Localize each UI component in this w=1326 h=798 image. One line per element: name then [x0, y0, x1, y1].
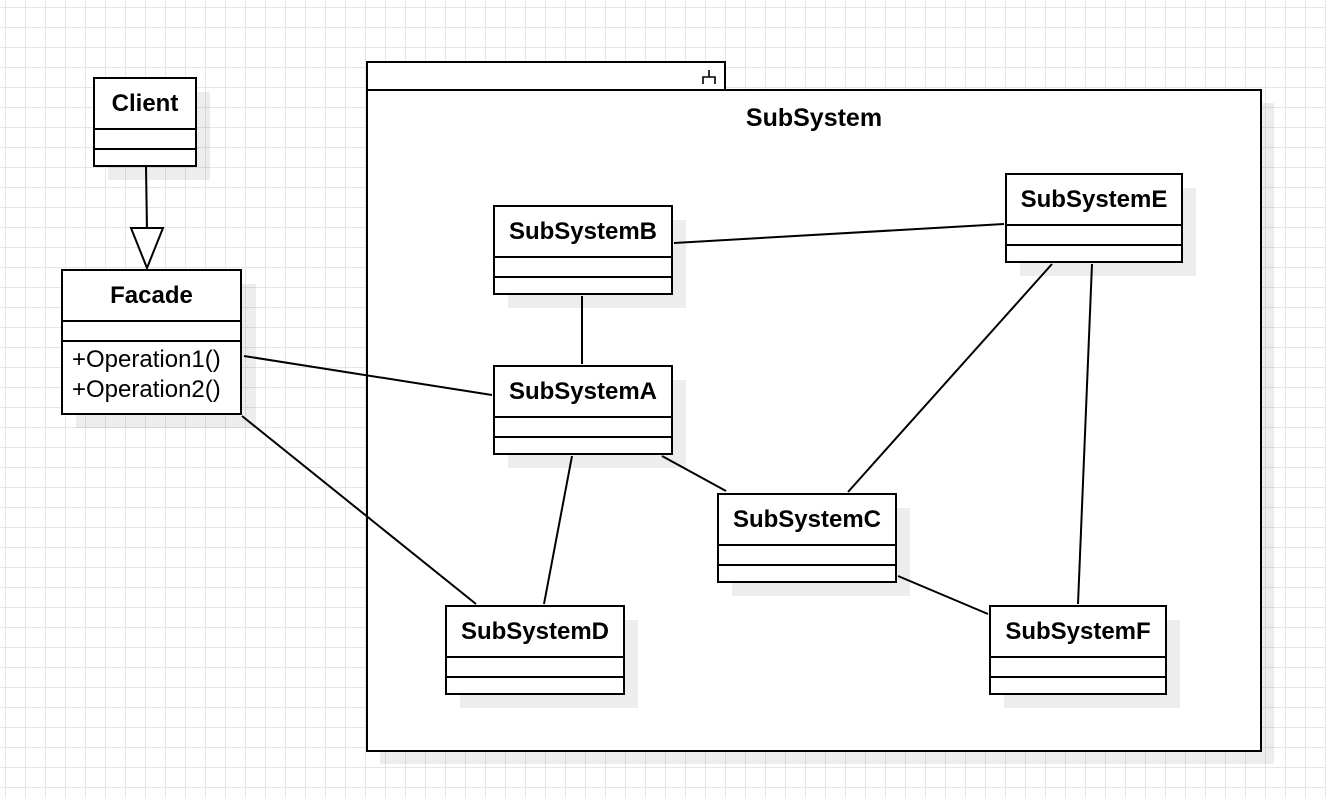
method-operation2: +Operation2(): [72, 376, 221, 403]
attributes-section: [447, 658, 623, 678]
generalization-arrowhead: [129, 227, 165, 271]
attributes-section: [1007, 226, 1181, 246]
class-subsystema[interactable]: SubSystemA: [493, 365, 673, 455]
class-name: SubSystemF: [991, 607, 1165, 658]
operations-section: [447, 678, 623, 696]
subsystema-subsystemc-line: [661, 455, 727, 492]
operations-section: [1007, 246, 1181, 264]
class-subsysteme[interactable]: SubSystemE: [1005, 173, 1183, 263]
class-name: Facade: [63, 271, 240, 322]
class-subsystemb[interactable]: SubSystemB: [493, 205, 673, 295]
method-operation1: +Operation1(): [72, 346, 221, 373]
class-name: SubSystemD: [447, 607, 623, 658]
operations-section: [719, 566, 895, 584]
subsysteme-subsystemf-line: [1077, 263, 1093, 605]
package-title: SubSystem: [745, 104, 883, 132]
operations-section: +Operation1() +Operation2(): [63, 342, 240, 405]
client-facade-line: [145, 165, 148, 229]
operations-section: [495, 438, 671, 456]
attributes-section: [495, 418, 671, 438]
package-tab[interactable]: [366, 61, 726, 91]
class-subsystemf[interactable]: SubSystemF: [989, 605, 1167, 695]
class-name: SubSystemB: [495, 207, 671, 258]
attributes-section: [495, 258, 671, 278]
class-facade[interactable]: Facade +Operation1() +Operation2(): [61, 269, 242, 415]
facade-subsystema-line: [243, 355, 493, 396]
class-client[interactable]: Client: [93, 77, 197, 167]
operations-section: [495, 278, 671, 296]
operations-section: [991, 678, 1165, 696]
operations-section: [95, 150, 195, 168]
attributes-section: [991, 658, 1165, 678]
subsystemc-subsystemf-line: [897, 575, 989, 615]
class-name: SubSystemC: [719, 495, 895, 546]
subsystema-subsystemd-line: [543, 455, 573, 605]
subsystemb-subsysteme-line: [673, 223, 1005, 244]
class-name: SubSystemE: [1007, 175, 1181, 226]
class-subsystemd[interactable]: SubSystemD: [445, 605, 625, 695]
class-subsystemc[interactable]: SubSystemC: [717, 493, 897, 583]
attributes-section: [63, 322, 240, 342]
facade-subsystemd-line: [241, 415, 477, 605]
class-name: Client: [95, 79, 195, 130]
subsysteme-subsystemc-line: [847, 263, 1053, 493]
package-icon: [702, 70, 716, 84]
attributes-section: [95, 130, 195, 150]
class-name: SubSystemA: [495, 367, 671, 418]
attributes-section: [719, 546, 895, 566]
